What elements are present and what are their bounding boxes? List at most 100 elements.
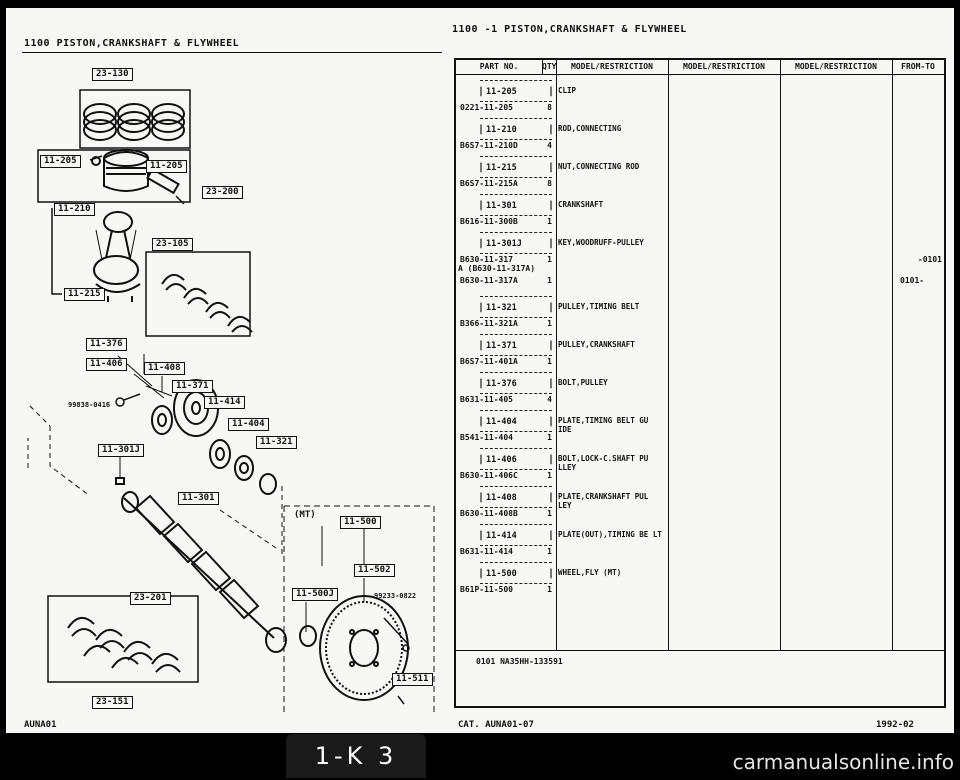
ref-number: 11-376 <box>478 372 554 395</box>
callout-11-406: 11-406 <box>86 358 127 371</box>
catalog-page: 1100 PISTON,CRANKSHAFT & FLYWHEEL 1100 -… <box>6 8 954 733</box>
callout-23-130: 23-130 <box>92 68 133 81</box>
piston-icon <box>103 149 149 192</box>
mt-label: (MT) <box>294 510 316 520</box>
part-number: B541-11-404 <box>460 433 513 442</box>
ref-number: 11-406 <box>478 448 554 471</box>
footer-code: AUNA01 <box>24 720 57 730</box>
quantity: 1 <box>547 433 552 442</box>
ref-number: 11-205 <box>478 80 554 103</box>
description: PULLEY,CRANKSHAFT <box>558 340 635 349</box>
part-number: B631-11-414 <box>460 547 513 556</box>
callout-11-376: 11-376 <box>86 338 127 351</box>
part-number: B630-11-406C <box>460 471 518 480</box>
connecting-rod-cap-icon <box>95 283 141 302</box>
quantity: 1 <box>547 547 552 556</box>
watermark: carmanualsonline.info <box>732 750 954 774</box>
description: BOLT,LOCK-C.SHAFT PU LLEY <box>558 454 649 472</box>
callout-23-201: 23-201 <box>130 592 171 605</box>
woodruff-key-icon <box>115 477 125 485</box>
part-number: B61P-11-500 <box>460 585 513 594</box>
description: PULLEY,TIMING BELT <box>558 302 640 311</box>
description: CRANKSHAFT <box>558 200 604 209</box>
callout-11-502: 11-502 <box>354 564 395 577</box>
right-page-title: 1100 -1 PISTON,CRANKSHAFT & FLYWHEEL <box>452 24 687 35</box>
quantity: 1 <box>547 585 552 594</box>
callout-11-205-pin: 11-205 <box>146 160 187 173</box>
part-number: B616-11-300B <box>460 217 518 226</box>
part-number: B630-11-317 <box>460 255 513 264</box>
quantity: 4 <box>547 141 552 150</box>
clip-icon <box>91 156 101 166</box>
description: WHEEL,FLY (MT) <box>558 568 622 577</box>
footer-catalog: CAT. AUNA01-07 <box>458 720 534 730</box>
ref-number: 11-301 <box>478 194 554 217</box>
part-number: 0221-11-205 <box>460 103 513 112</box>
quantity: 4 <box>547 395 552 404</box>
serial-note: 0101 NA35HH-133591 <box>476 657 563 666</box>
parts-table: PART NO. QTY MODEL/RESTRICTION MODEL/RES… <box>454 58 946 708</box>
ref-number: 11-404 <box>478 410 554 433</box>
ref-99838-0416: 99838-0416 <box>68 401 111 409</box>
description: BOLT,PULLEY <box>558 378 608 387</box>
quantity: 1 <box>547 217 552 226</box>
ref-number: 11-301J <box>478 232 554 255</box>
col-model-2: MODEL/RESTRICTION <box>683 62 765 71</box>
pilot-bearing-icon <box>299 625 317 647</box>
pulley-plate-icon <box>259 473 277 495</box>
callout-11-301: 11-301 <box>178 492 219 505</box>
timing-belt-pulley-icon <box>234 455 254 481</box>
quantity: 1 <box>547 276 552 285</box>
from-serial: 0101- <box>900 276 925 285</box>
callout-11-511: 11-511 <box>392 673 433 686</box>
description: PLATE(OUT),TIMING BE LT <box>558 530 662 539</box>
callout-11-414: 11-414 <box>204 396 245 409</box>
callout-23-105: 23-105 <box>152 238 193 251</box>
timing-belt-plate-icon <box>151 405 173 435</box>
quantity: 1 <box>547 255 552 264</box>
description: NUT,CONNECTING ROD <box>558 162 640 171</box>
exploded-diagram: 23-130 11-205 11-205 23-200 11-210 23-10… <box>6 8 452 733</box>
piston-ring-group-frame <box>79 89 191 149</box>
quantity: 1 <box>547 357 552 366</box>
table-header: PART NO. QTY MODEL/RESTRICTION MODEL/RES… <box>456 60 944 75</box>
piston-pin-icon <box>146 167 180 195</box>
part-number: B366-11-321A <box>460 319 518 328</box>
col-from-to: FROM-TO <box>901 62 935 71</box>
col-model-1: MODEL/RESTRICTION <box>571 62 653 71</box>
description: KEY,WOODRUFF-PULLEY <box>558 238 644 247</box>
description: CLIP <box>558 86 577 95</box>
ref-number: 11-210 <box>478 118 554 141</box>
col-part-no: PART NO. <box>479 62 519 71</box>
ref-number: 11-321 <box>478 296 554 319</box>
part-number: B631-11-405 <box>460 395 513 404</box>
connecting-rod-icon <box>93 211 139 285</box>
callout-23-151: 23-151 <box>92 696 133 709</box>
col-qty: QTY <box>542 62 557 71</box>
callout-11-301j: 11-301J <box>98 444 144 457</box>
footer-date: 1992-02 <box>876 720 914 730</box>
part-number-alt: A (B630-11-317A) <box>458 264 536 273</box>
rod-bearings-icon <box>161 273 253 333</box>
crankshaft-icon <box>121 491 287 653</box>
description: ROD,CONNECTING <box>558 124 622 133</box>
col-model-3: MODEL/RESTRICTION <box>795 62 877 71</box>
flywheel-bolt-icon <box>383 617 410 705</box>
description: PLATE,CRANKSHAFT PUL LEY <box>558 492 649 510</box>
part-number: B630-11-408B <box>460 509 518 518</box>
callout-11-215: 11-215 <box>64 288 105 301</box>
page-badge: 1-K 3 <box>286 734 426 778</box>
timing-belt-guide-icon <box>209 439 231 469</box>
callout-11-500j: 11-500J <box>292 588 338 601</box>
quantity: 8 <box>547 179 552 188</box>
description: PLATE,TIMING BELT GU IDE <box>558 416 649 434</box>
part-number: B6S7-11-215A <box>460 179 518 188</box>
bolt-icon <box>115 393 141 407</box>
main-bearings-icon <box>67 617 181 673</box>
callout-23-200: 23-200 <box>202 186 243 199</box>
left-page-title: 1100 PISTON,CRANKSHAFT & FLYWHEEL <box>24 38 240 49</box>
callout-11-500: 11-500 <box>340 516 381 529</box>
quantity: 8 <box>547 103 552 112</box>
part-number: B6S7-11-401A <box>460 357 518 366</box>
ref-number: 11-414 <box>478 524 554 547</box>
